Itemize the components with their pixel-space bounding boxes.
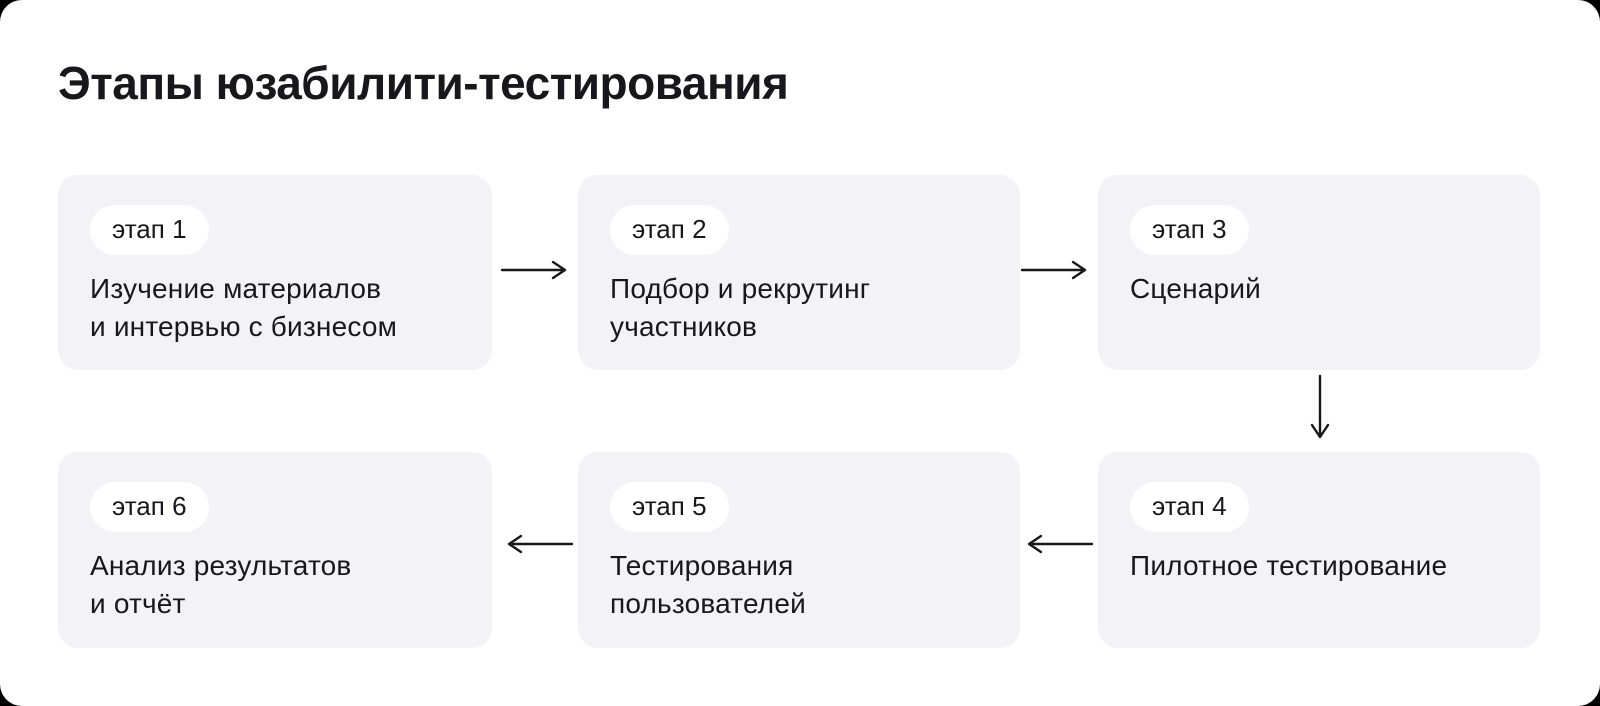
- stage-card-4: этап 4 Пилотное тестирование: [1098, 452, 1540, 648]
- stage-card-2: этап 2 Подбор и рекрутинг участников: [578, 175, 1020, 370]
- stage-text-1: Изучение материалов и интервью с бизнесо…: [90, 273, 398, 342]
- arrow-right-stage1-stage2-icon: [500, 258, 574, 282]
- page-title: Этапы юзабилити-тестирования: [58, 57, 789, 109]
- arrow-right-stage2-stage3-icon: [1020, 258, 1094, 282]
- stage-badge-4: этап 4: [1130, 482, 1249, 532]
- stage-badge-5: этап 5: [610, 482, 729, 532]
- stage-text-2: Подбор и рекрутинг участников: [610, 273, 871, 342]
- stage-badge-2: этап 2: [610, 205, 729, 255]
- stage-text-3: Сценарий: [1130, 273, 1262, 304]
- stage-badge-3: этап 3: [1130, 205, 1249, 255]
- stage-text-6: Анализ результатов и отчёт: [90, 550, 352, 619]
- stage-text-5: Тестирования пользователей: [610, 550, 806, 619]
- stage-badge-6: этап 6: [90, 482, 209, 532]
- arrow-left-stage4-stage5-icon: [1020, 532, 1094, 556]
- stage-card-5: этап 5 Тестирования пользователей: [578, 452, 1020, 648]
- stage-card-1: этап 1 Изучение материалов и интервью с …: [58, 175, 492, 370]
- arrow-down-stage3-stage4-icon: [1307, 374, 1333, 444]
- stage-card-6: этап 6 Анализ результатов и отчёт: [58, 452, 492, 648]
- arrow-left-stage5-stage6-icon: [500, 532, 574, 556]
- stage-badge-1: этап 1: [90, 205, 209, 255]
- stage-text-4: Пилотное тестирование: [1130, 550, 1448, 581]
- stage-card-3: этап 3 Сценарий: [1098, 175, 1540, 370]
